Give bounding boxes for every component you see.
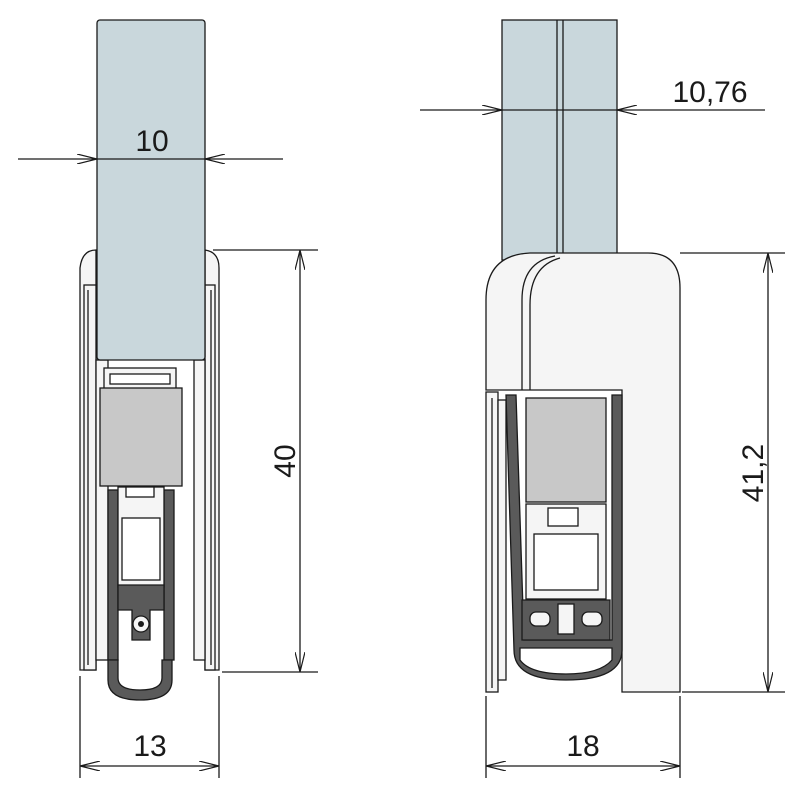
left-glass-width-label: 10 (135, 125, 168, 158)
right-seal-block (525, 397, 607, 503)
left-height-dimension: 40 (213, 249, 318, 673)
right-base-dimension: 18 (485, 696, 681, 778)
right-housing (485, 252, 681, 693)
left-height-label: 40 (269, 444, 302, 477)
left-base-dimension: 13 (79, 676, 220, 778)
right-base-width-label: 18 (566, 730, 599, 763)
left-glass-pane (96, 19, 206, 361)
left-profile (79, 19, 220, 701)
left-glass-dimension: 10 (18, 125, 283, 159)
right-glass-dimension: 10,76 (420, 76, 765, 110)
right-glass-pane (501, 19, 618, 261)
left-base-width-label: 13 (133, 730, 166, 763)
right-height-dimension: 41,2 (680, 252, 785, 693)
right-glass-width-label: 10,76 (672, 76, 747, 109)
right-profile (485, 19, 681, 693)
right-mechanism (521, 503, 611, 641)
right-height-label: 41,2 (737, 444, 770, 502)
left-mechanism (107, 486, 175, 701)
left-seal-block (99, 387, 183, 487)
